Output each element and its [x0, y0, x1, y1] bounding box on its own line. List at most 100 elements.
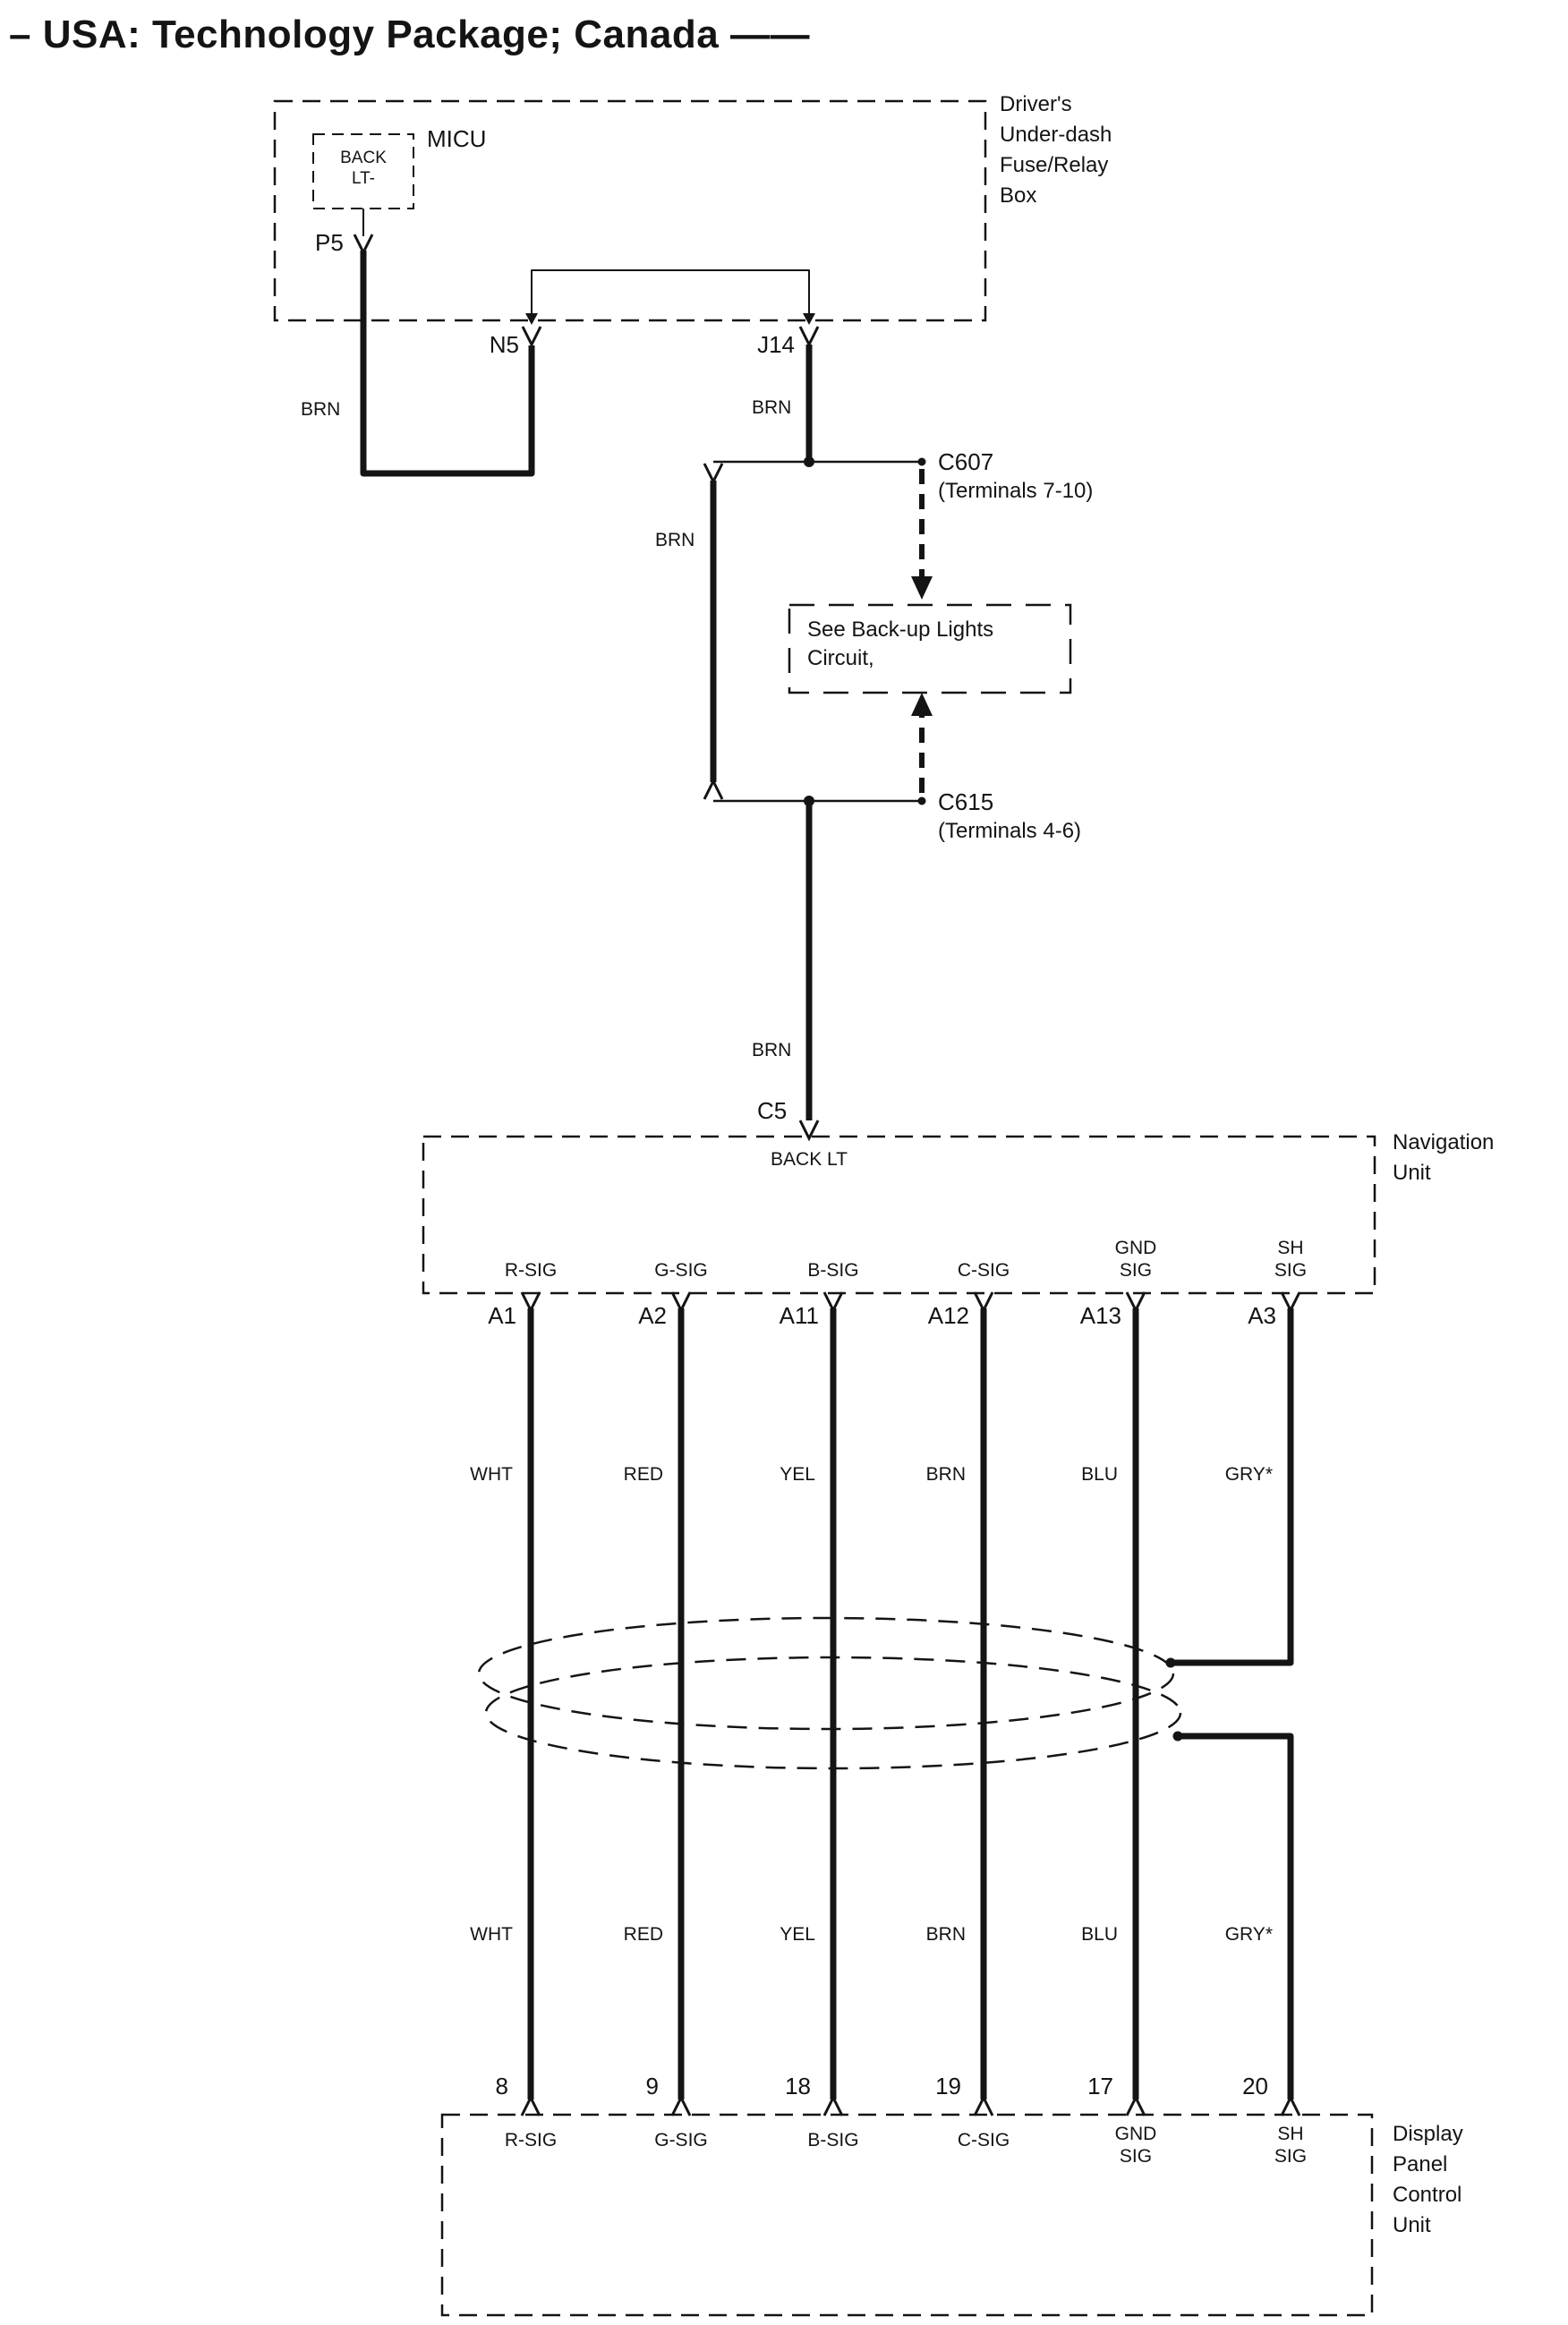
shield-drain-wire-upper: [1172, 1308, 1294, 1666]
nav-signal-label-gnd: GND SIG: [1073, 1237, 1198, 1282]
back-lt-fuse-label-line: BACK: [340, 149, 387, 167]
nav-unit-label-line: Navigation: [1393, 1130, 1495, 1154]
wire-color-label-lower: GRY*: [1224, 1924, 1273, 1945]
display-unit-label: Display Panel Control Unit: [1393, 2119, 1463, 2241]
n5-connector-fork: [521, 326, 542, 348]
nav-signal-line: B-SIG: [807, 1260, 859, 1281]
junction-dot: [917, 457, 926, 466]
nav-pin-label-a1: A1: [488, 1302, 516, 1329]
display-signal-line: G-SIG: [654, 2130, 708, 2150]
arrowhead-c615-up: [911, 693, 933, 716]
backup-note-outline: [788, 603, 1072, 694]
arrowhead-c607-down: [911, 576, 933, 600]
backup-lights-note-line: Circuit,: [807, 646, 874, 670]
nav-signal-line: SIG: [1274, 1260, 1308, 1281]
display-signal-label-r: R-SIG: [468, 2130, 593, 2151]
nav-signal-label-sh: SH SIG: [1228, 1237, 1353, 1282]
nav-pin-fork-a2: [670, 1291, 692, 1314]
display-unit-outline: [440, 2113, 1374, 2317]
nav-signal-line: G-SIG: [654, 1260, 708, 1281]
j14-connector-fork: [798, 326, 820, 348]
arrowhead-into-j14: [803, 313, 815, 325]
display-pin-label-19: 19: [935, 2073, 961, 2099]
wire-color-label-lower: BRN: [925, 1924, 966, 1945]
fuse-box-label-line: Driver's: [1000, 92, 1072, 116]
fuse-box-label-line: Fuse/Relay: [1000, 153, 1109, 177]
wire-color-brn-p5: BRN: [301, 399, 341, 420]
wire-color-label-upper: WHT: [470, 1464, 513, 1485]
pin-j14-label: J14: [757, 331, 795, 358]
display-pin-label-17: 17: [1087, 2073, 1113, 2099]
nav-signal-line: SIG: [1119, 1260, 1153, 1281]
fuse-internal-link-line: [531, 269, 810, 318]
shield-ellipse-top: [477, 1616, 1175, 1731]
wire-color-brn-j14: BRN: [752, 397, 792, 418]
display-pin-fork-18: [822, 2094, 844, 2116]
wire-color-label-lower: BLU: [1081, 1924, 1118, 1945]
page-title: – USA: Technology Package; Canada ——: [9, 13, 810, 56]
wire-color-label-lower: YEL: [780, 1924, 815, 1945]
wire-color-label-upper: BRN: [925, 1464, 966, 1485]
nav-signal-line: GND: [1114, 1238, 1157, 1258]
connector-c607-label: C607: [938, 448, 994, 475]
display-signal-label-sh: SH SIG: [1228, 2123, 1353, 2167]
c615-terminal-fork: [703, 778, 724, 800]
nav-pin-fork-a12: [973, 1291, 994, 1314]
display-pin-fork-19: [973, 2094, 994, 2116]
nav-pin-label-a13: A13: [1079, 1302, 1121, 1329]
nav-pin-label-a11: A11: [779, 1302, 819, 1329]
display-pin-label-9: 9: [645, 2073, 659, 2099]
display-pin-label-20: 20: [1242, 2073, 1268, 2099]
connector-c5-label: C5: [757, 1097, 788, 1124]
wire-color-label-upper: GRY*: [1224, 1464, 1273, 1485]
display-signal-label-b: B-SIG: [771, 2130, 896, 2151]
display-signal-line: SIG: [1274, 2146, 1308, 2167]
fuse-box-label-line: Under-dash: [1000, 123, 1112, 147]
display-unit-label-line: Control: [1393, 2183, 1462, 2207]
pin-p5-label: P5: [315, 229, 344, 256]
nav-pin-fork-a3: [1280, 1291, 1301, 1314]
back-lt-fuse-label-line: LT-: [351, 169, 376, 188]
wire-color-label-lower: RED: [623, 1924, 663, 1945]
wire-color-label-upper: BLU: [1081, 1464, 1118, 1485]
nav-pin-label-a12: A12: [927, 1302, 969, 1329]
display-unit-label-line: Display: [1393, 2122, 1463, 2146]
display-pin-fork-20: [1280, 2094, 1301, 2116]
display-pin-label-8: 8: [495, 2073, 508, 2099]
shield-connection-dot: [1165, 1657, 1176, 1668]
nav-pin-fork-a1: [520, 1291, 541, 1314]
backup-lights-note-line: See Back-up Lights: [807, 617, 994, 642]
nav-unit-label: Navigation Unit: [1393, 1128, 1494, 1188]
nav-signal-label-g: G-SIG: [618, 1260, 744, 1282]
wire-color-label-upper: YEL: [780, 1464, 815, 1485]
nav-signal-label-r: R-SIG: [468, 1260, 593, 1282]
connector-c607-note: (Terminals 7-10): [938, 479, 1094, 503]
nav-signal-line: C-SIG: [957, 1260, 1010, 1281]
connector-c615-note: (Terminals 4-6): [938, 819, 1082, 843]
shield-connection-dot: [1172, 1731, 1183, 1742]
display-signal-line: SH: [1277, 2124, 1304, 2144]
nav-back-lt-label: BACK LT: [771, 1149, 848, 1170]
fuse-box-label: Driver's Under-dash Fuse/Relay Box: [1000, 89, 1112, 211]
junction-dot: [917, 796, 926, 805]
c5-connector-fork: [798, 1120, 820, 1142]
display-signal-line: R-SIG: [504, 2130, 558, 2150]
display-signal-label-gnd: GND SIG: [1073, 2123, 1198, 2167]
display-pin-fork-9: [670, 2094, 692, 2116]
display-signal-label-c: C-SIG: [921, 2130, 1046, 2151]
nav-pin-label-a2: A2: [638, 1302, 667, 1329]
display-signal-line: C-SIG: [957, 2130, 1010, 2150]
nav-signal-line: R-SIG: [504, 1260, 558, 1281]
wire-color-label-lower: WHT: [470, 1924, 513, 1945]
nav-pin-label-a3: A3: [1248, 1302, 1276, 1329]
display-unit-label-line: Unit: [1393, 2213, 1431, 2237]
pin-n5-label: N5: [489, 331, 519, 358]
display-signal-label-g: G-SIG: [618, 2130, 744, 2151]
display-pin-fork-8: [520, 2094, 541, 2116]
nav-signal-line: SH: [1277, 1238, 1304, 1258]
display-signal-line: GND: [1114, 2124, 1157, 2144]
junction-dot: [804, 456, 814, 467]
wire-color-label-upper: RED: [623, 1464, 663, 1485]
back-lt-box-outline: [312, 133, 414, 209]
